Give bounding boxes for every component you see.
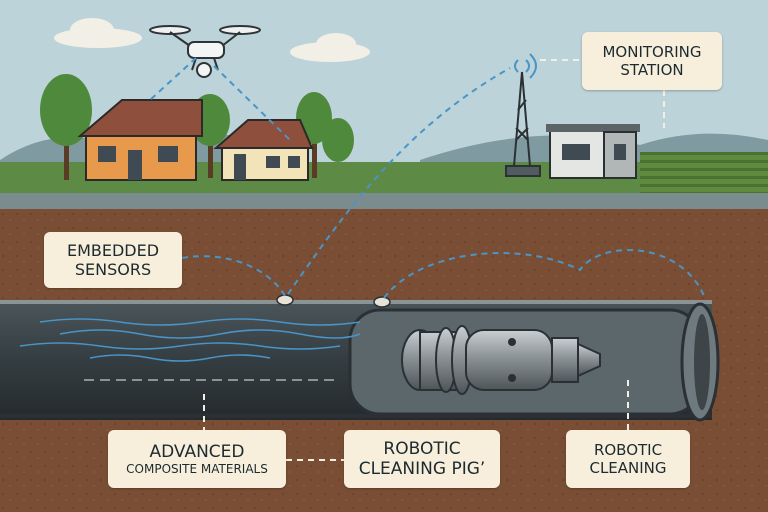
cloud-right [290, 33, 370, 62]
label-line: COMPOSITE MATERIALS [126, 462, 268, 476]
label-monitoring-station: MONITORING STATION [582, 32, 722, 90]
label-line: STATION [620, 61, 684, 79]
cloud-left [54, 18, 142, 48]
drone-icon [149, 25, 261, 78]
label-robotic-cleaning-pig: ROBOTIC CLEANING PIG’ [344, 430, 500, 488]
signal-links [149, 57, 705, 299]
label-line: CLEANING [589, 459, 667, 477]
road-surface [0, 193, 768, 211]
crop-field [640, 152, 768, 196]
monitoring-building [546, 124, 640, 179]
label-line: ADVANCED [149, 441, 245, 462]
label-line: MONITORING [602, 43, 702, 61]
label-robotic-cleaning: ROBOTIC CLEANING [566, 430, 690, 488]
robotic-pig-icon [401, 325, 601, 395]
sensor-node-1 [276, 294, 294, 306]
flow-lines [19, 318, 361, 362]
label-advanced-composite: ADVANCED COMPOSITE MATERIALS [108, 430, 286, 488]
house-orange [77, 99, 203, 181]
house-cream [213, 119, 314, 181]
label-line: ROBOTIC [593, 441, 663, 459]
label-line: SENSORS [74, 260, 152, 279]
label-line: ROBOTIC [383, 438, 461, 459]
label-line: EMBEDDED [66, 240, 160, 260]
label-line: CLEANING PIG’ [358, 459, 486, 479]
signal-tower-icon [505, 53, 541, 177]
sensor-node-2 [373, 296, 391, 308]
callout-leaders [203, 59, 665, 461]
tree-left [40, 74, 92, 180]
label-embedded-sensors: EMBEDDED SENSORS [44, 232, 182, 288]
